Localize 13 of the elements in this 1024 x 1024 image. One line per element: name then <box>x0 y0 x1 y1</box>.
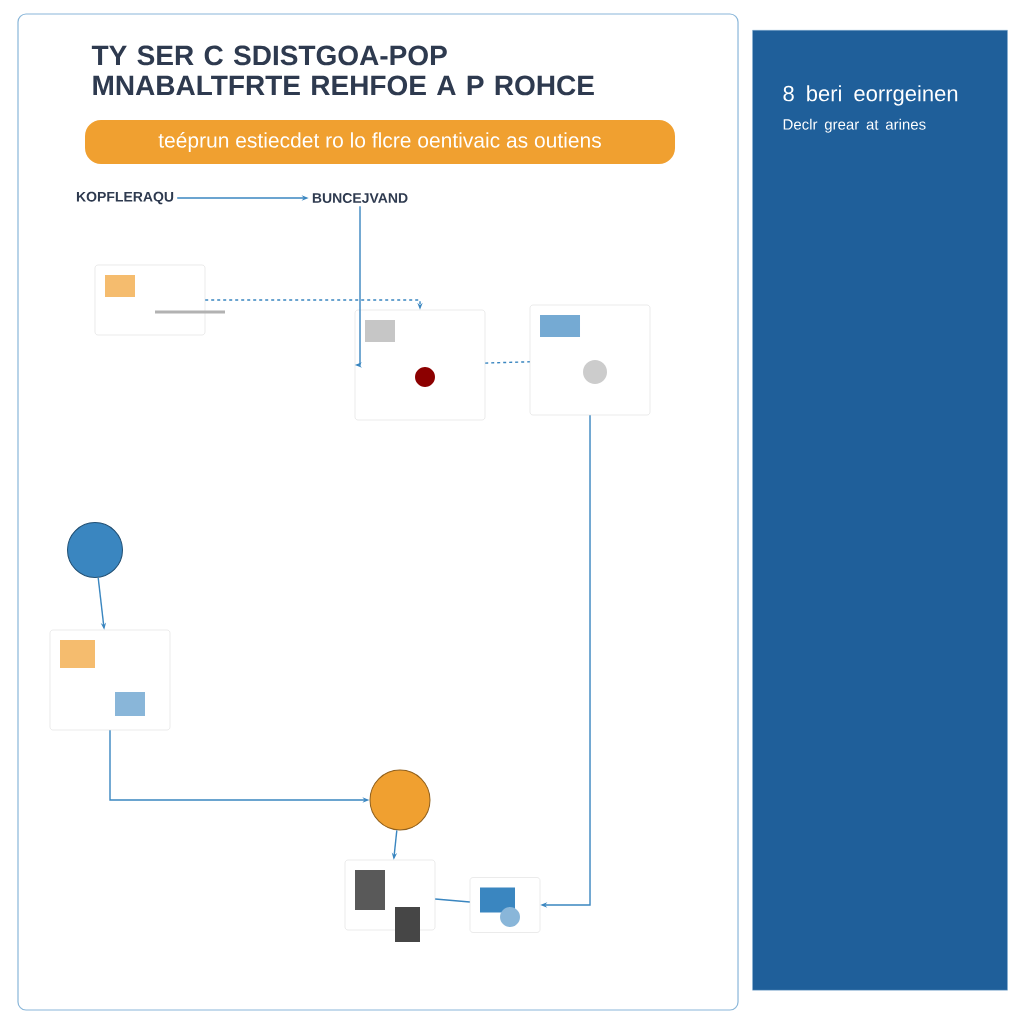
circle-icon <box>67 522 123 578</box>
illustration-drawing <box>49 629 171 731</box>
title: TY SER C SDISTGOA-POP MNABALTFRTE REHFOE A P ROHCE <box>91 45 594 96</box>
step-label: BUNCEJVAND <box>312 193 408 203</box>
illustration-drawing <box>354 309 486 421</box>
illustration-drawing <box>529 304 651 416</box>
banner: teéprun estiecdet ro lo flcre oentivaic as outiens <box>85 120 675 164</box>
illustration-drawing <box>344 859 436 942</box>
illustration-drawing <box>469 877 541 933</box>
step-label: KOPFLERAQU <box>76 191 174 205</box>
side-panel: 8 beri eorrgeinen Declr grear at arines <box>752 30 1008 991</box>
circle-icon <box>369 769 431 831</box>
illustration-drawing <box>94 264 225 336</box>
